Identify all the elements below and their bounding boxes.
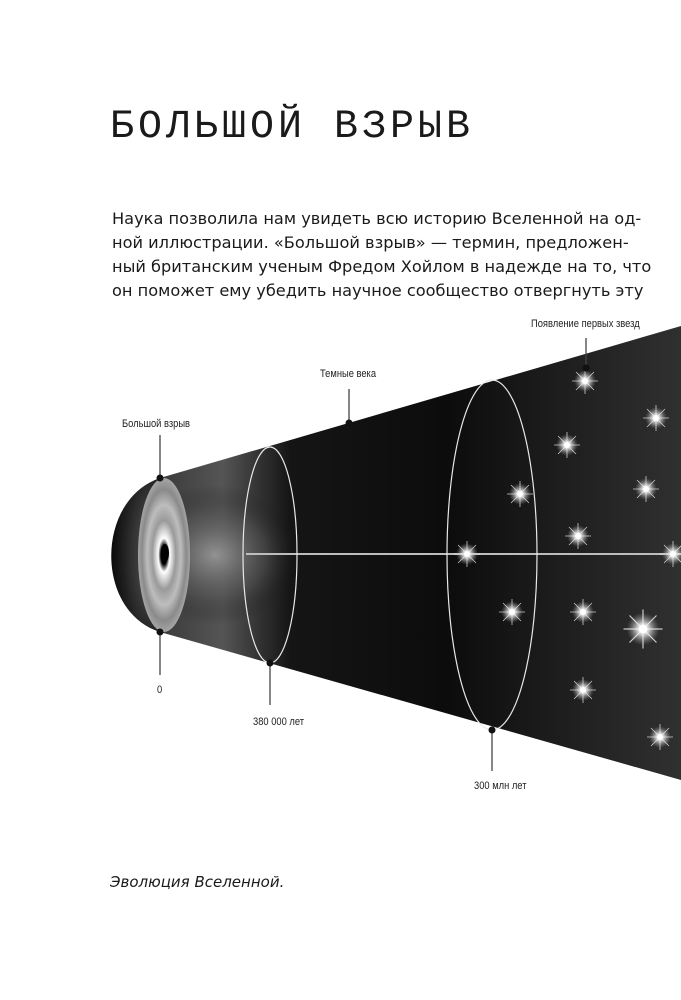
universe-cone-illustration	[111, 326, 681, 780]
pointer-lines	[159, 338, 587, 771]
body-line: он поможет ему убедить научное сообществ…	[112, 281, 644, 300]
timeline-label-0: 0	[157, 684, 163, 696]
timeline-label-380k: 380 000 лет	[253, 716, 305, 728]
body-line: ный британским ученым Фредом Хойлом в на…	[112, 257, 652, 276]
pointer-dots	[156, 364, 590, 734]
body-line: Наука позволила нам увидеть всю историю …	[112, 209, 642, 228]
body-line: ной иллюстрации. «Большой взрыв» — терми…	[112, 233, 629, 252]
body-paragraph: Наука позволила нам увидеть всю историю …	[112, 207, 652, 303]
page-title: БОЛЬШОЙ ВЗРЫВ	[110, 105, 475, 150]
figure-caption: Эволюция Вселенной.	[110, 873, 285, 891]
universe-evolution-figure: Большой взрыв Темные века Появление перв…	[0, 300, 681, 820]
label-first-stars: Появление первых звезд	[531, 318, 640, 330]
timeline-label-300m: 300 млн лет	[474, 780, 527, 792]
label-dark-ages: Темные века	[320, 368, 377, 380]
label-big-bang: Большой взрыв	[122, 418, 191, 430]
